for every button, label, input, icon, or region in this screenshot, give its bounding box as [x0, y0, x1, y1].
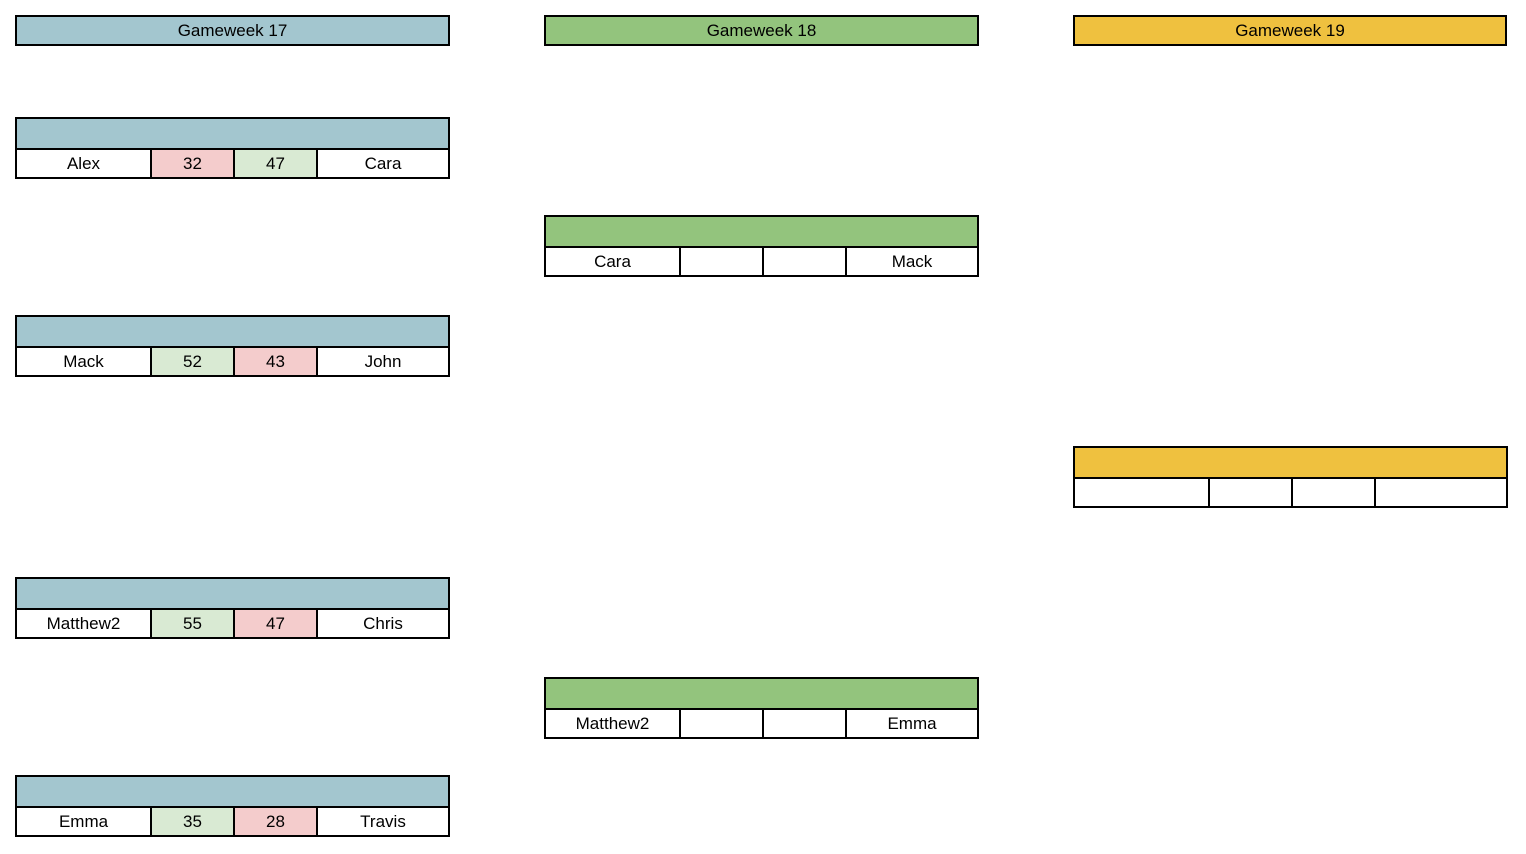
round-header-label: Gameweek 17: [177, 21, 288, 40]
away-team-score[interactable]: 47: [235, 610, 318, 637]
away-team-name[interactable]: Mack: [847, 248, 977, 275]
match-bar: [544, 215, 979, 246]
round-header-label: Gameweek 18: [706, 21, 817, 40]
home-team-name[interactable]: Matthew2: [546, 710, 681, 737]
away-team-score[interactable]: 47: [235, 150, 318, 177]
match-bar: [544, 677, 979, 708]
home-team-name[interactable]: Matthew2: [17, 610, 152, 637]
home-team-name[interactable]: Mack: [17, 348, 152, 375]
match-row: Matthew2 Emma: [544, 708, 979, 739]
match-gw18-match-2[interactable]: Matthew2 Emma: [544, 677, 979, 739]
home-team-name[interactable]: Alex: [17, 150, 152, 177]
match-bar: [15, 117, 450, 148]
home-team-score[interactable]: 55: [152, 610, 235, 637]
home-team-name[interactable]: Cara: [546, 248, 681, 275]
away-team-score[interactable]: 28: [235, 808, 318, 835]
away-team-score[interactable]: [764, 248, 847, 275]
home-team-score[interactable]: 35: [152, 808, 235, 835]
away-team-name[interactable]: John: [318, 348, 448, 375]
away-team-name[interactable]: Chris: [318, 610, 448, 637]
match-bar: [15, 775, 450, 806]
match-bar: [15, 315, 450, 346]
round-header-gameweek-19: Gameweek 19: [1073, 15, 1507, 46]
round-header-gameweek-17: Gameweek 17: [15, 15, 450, 46]
home-team-score[interactable]: 52: [152, 348, 235, 375]
round-header-gameweek-18: Gameweek 18: [544, 15, 979, 46]
home-team-score[interactable]: [681, 710, 764, 737]
home-team-name[interactable]: [1075, 479, 1210, 506]
home-team-score[interactable]: [1210, 479, 1293, 506]
away-team-name[interactable]: Travis: [318, 808, 448, 835]
match-gw19-match-1[interactable]: [1073, 446, 1508, 508]
away-team-score[interactable]: [1293, 479, 1376, 506]
away-team-name[interactable]: Cara: [318, 150, 448, 177]
home-team-score[interactable]: 32: [152, 150, 235, 177]
match-gw18-match-1[interactable]: Cara Mack: [544, 215, 979, 277]
match-bar: [1073, 446, 1508, 477]
away-team-name[interactable]: [1376, 479, 1506, 506]
match-row: Cara Mack: [544, 246, 979, 277]
away-team-score[interactable]: [764, 710, 847, 737]
match-bar: [15, 577, 450, 608]
match-row: [1073, 477, 1508, 508]
away-team-name[interactable]: Emma: [847, 710, 977, 737]
home-team-score[interactable]: [681, 248, 764, 275]
round-header-label: Gameweek 19: [1235, 21, 1345, 40]
away-team-score[interactable]: 43: [235, 348, 318, 375]
home-team-name[interactable]: Emma: [17, 808, 152, 835]
